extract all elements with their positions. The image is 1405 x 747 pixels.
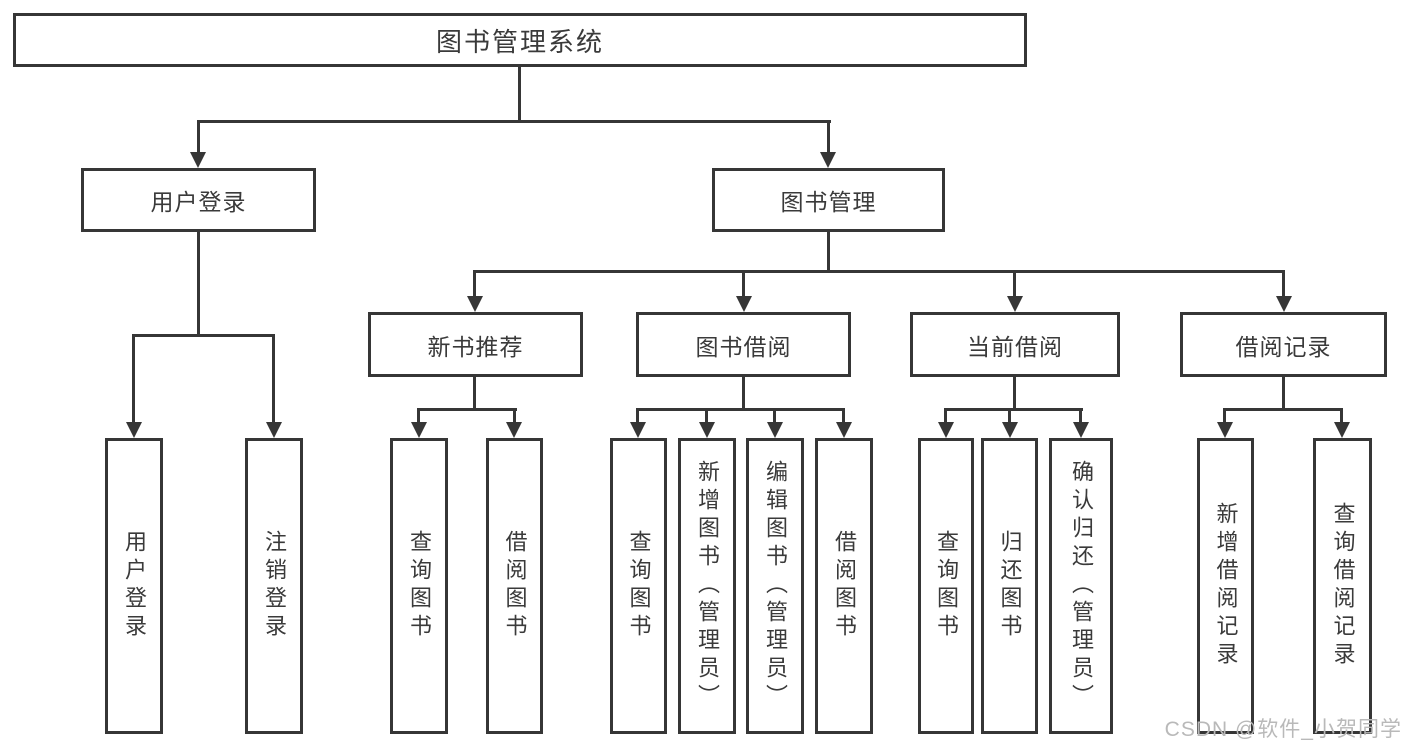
arrow-down-icon xyxy=(630,422,646,438)
leaf-newbooks-borrow-books-label: 借阅图书 xyxy=(502,530,528,642)
connector-line xyxy=(473,270,476,298)
connector-line xyxy=(1079,408,1082,424)
node-user-login-label: 用户登录 xyxy=(150,189,247,215)
leaf-records-query-record: 查询借阅记录 xyxy=(1313,438,1372,734)
node-current-borrow: 当前借阅 xyxy=(910,312,1120,377)
leaf-newbooks-query-books: 查询图书 xyxy=(390,438,448,734)
leaf-current-confirm-return-admin-label: 确认归还（管理员） xyxy=(1069,460,1094,712)
leaf-current-confirm-return-admin: 确认归还（管理员） xyxy=(1049,438,1113,734)
leaf-logout: 注销登录 xyxy=(245,438,303,734)
node-library-system: 图书管理系统 xyxy=(13,13,1027,67)
connector-line xyxy=(1013,270,1016,298)
csdn-watermark: CSDN @软件_小贺同学 xyxy=(1164,718,1402,741)
node-user-login: 用户登录 xyxy=(81,168,316,232)
arrow-down-icon xyxy=(736,296,752,312)
node-current-borrow-label: 当前借阅 xyxy=(967,333,1063,360)
connector-line xyxy=(417,408,517,411)
node-book-borrow-label: 图书借阅 xyxy=(695,333,792,360)
leaf-records-add-record-label: 新增借阅记录 xyxy=(1213,502,1239,670)
node-borrow-records: 借阅记录 xyxy=(1180,312,1387,377)
connector-line xyxy=(473,270,1285,273)
leaf-current-return-books-label: 归还图书 xyxy=(997,530,1023,642)
arrow-down-icon xyxy=(411,422,427,438)
connector-line xyxy=(473,377,476,408)
arrow-down-icon xyxy=(1073,422,1089,438)
connector-line xyxy=(513,408,516,424)
leaf-user-login-label: 用户登录 xyxy=(122,530,147,642)
connector-line xyxy=(742,270,745,298)
leaf-newbooks-borrow-books: 借阅图书 xyxy=(486,438,543,734)
arrow-down-icon xyxy=(506,422,522,438)
node-book-borrow: 图书借阅 xyxy=(636,312,851,377)
arrow-down-icon xyxy=(938,422,954,438)
arrow-down-icon xyxy=(126,422,142,438)
connector-line xyxy=(636,408,639,424)
leaf-borrow-edit-books-admin: 编辑图书（管理员） xyxy=(746,438,804,734)
connector-line xyxy=(842,408,845,424)
leaf-logout-label: 注销登录 xyxy=(262,530,287,642)
leaf-current-return-books: 归还图书 xyxy=(981,438,1038,734)
node-library-system-label: 图书管理系统 xyxy=(435,26,604,57)
arrow-down-icon xyxy=(820,152,836,168)
arrow-down-icon xyxy=(699,422,715,438)
connector-line xyxy=(1223,408,1226,424)
connector-line xyxy=(1223,408,1343,411)
arrow-down-icon xyxy=(1007,296,1023,312)
connector-line xyxy=(944,408,1083,411)
connector-line xyxy=(827,120,830,154)
arrow-down-icon xyxy=(190,152,206,168)
connector-line xyxy=(827,232,830,270)
connector-line xyxy=(132,334,135,424)
leaf-newbooks-query-books-label: 查询图书 xyxy=(407,530,432,642)
node-new-book-recommend: 新书推荐 xyxy=(368,312,583,377)
connector-line xyxy=(773,408,776,424)
connector-line xyxy=(197,232,200,334)
connector-line xyxy=(742,377,745,408)
node-book-management: 图书管理 xyxy=(712,168,945,232)
leaf-borrow-add-books-admin: 新增图书（管理员） xyxy=(678,438,736,734)
connector-line xyxy=(272,334,275,424)
arrow-down-icon xyxy=(767,422,783,438)
node-new-book-recommend-label: 新书推荐 xyxy=(427,333,524,360)
arrow-down-icon xyxy=(467,296,483,312)
node-book-management-label: 图书管理 xyxy=(780,189,877,215)
leaf-current-query-books-label: 查询图书 xyxy=(934,530,959,642)
arrow-down-icon xyxy=(1217,422,1233,438)
leaf-borrow-query-books: 查询图书 xyxy=(610,438,667,734)
leaf-borrow-edit-books-admin-label: 编辑图书（管理员） xyxy=(763,460,788,712)
leaf-current-query-books: 查询图书 xyxy=(918,438,974,734)
leaf-borrow-add-books-admin-label: 新增图书（管理员） xyxy=(695,460,720,712)
leaf-records-add-record: 新增借阅记录 xyxy=(1197,438,1254,734)
connector-line xyxy=(197,120,200,154)
arrow-down-icon xyxy=(266,422,282,438)
connector-line xyxy=(705,408,708,424)
connector-line xyxy=(1340,408,1343,424)
arrow-down-icon xyxy=(1002,422,1018,438)
connector-line xyxy=(197,120,831,123)
connector-line xyxy=(944,408,947,424)
connector-line xyxy=(1282,377,1285,408)
connector-line xyxy=(1008,408,1011,424)
leaf-borrow-borrow-books: 借阅图书 xyxy=(815,438,873,734)
connector-line xyxy=(636,408,845,411)
connector-line xyxy=(1282,270,1285,298)
arrow-down-icon xyxy=(1276,296,1292,312)
connector-line xyxy=(132,334,275,337)
arrow-down-icon xyxy=(836,422,852,438)
connector-line xyxy=(518,67,521,120)
leaf-borrow-borrow-books-label: 借阅图书 xyxy=(832,530,857,642)
connector-line xyxy=(417,408,420,424)
node-borrow-records-label: 借阅记录 xyxy=(1235,333,1332,360)
leaf-records-query-record-label: 查询借阅记录 xyxy=(1330,502,1356,670)
arrow-down-icon xyxy=(1334,422,1350,438)
leaf-borrow-query-books-label: 查询图书 xyxy=(626,530,652,642)
leaf-user-login: 用户登录 xyxy=(105,438,163,734)
connector-line xyxy=(1013,377,1016,408)
